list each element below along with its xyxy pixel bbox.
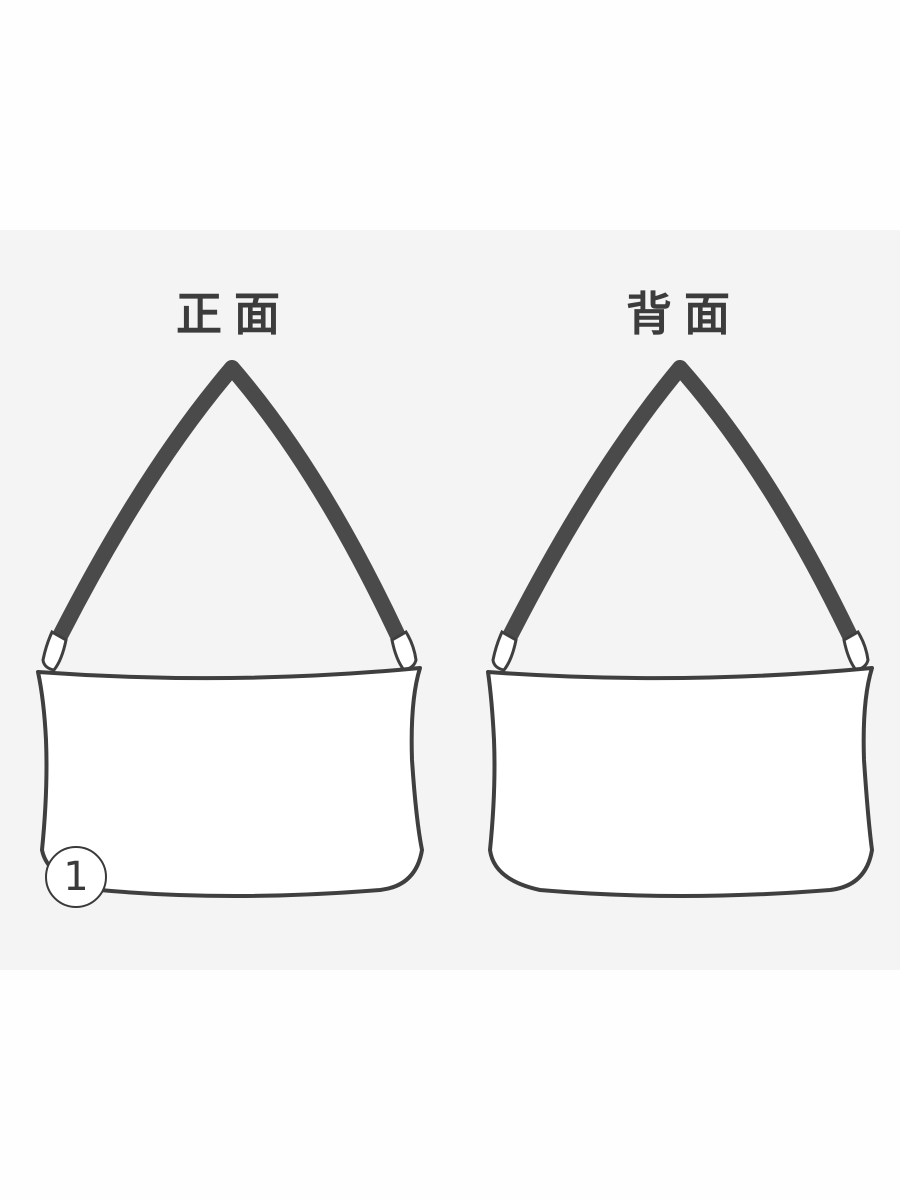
front-bag-body bbox=[36, 666, 424, 898]
front-view-label: 正面 bbox=[176, 287, 292, 341]
callout-number: 1 bbox=[63, 854, 89, 900]
callout-number-badge: 1 bbox=[45, 846, 107, 908]
front-bag bbox=[36, 360, 424, 898]
front-bag-left-clip bbox=[41, 629, 68, 672]
back-bag-left-clip bbox=[491, 629, 518, 672]
callout-circle bbox=[45, 846, 107, 908]
back-bag-right-clip bbox=[842, 629, 870, 672]
back-bag-body bbox=[486, 666, 874, 898]
front-bag-strap bbox=[52, 360, 406, 644]
back-bag bbox=[486, 360, 874, 898]
back-bag-strap bbox=[502, 360, 858, 644]
back-view-label: 背面 bbox=[626, 287, 742, 341]
front-bag-right-clip bbox=[390, 629, 418, 672]
